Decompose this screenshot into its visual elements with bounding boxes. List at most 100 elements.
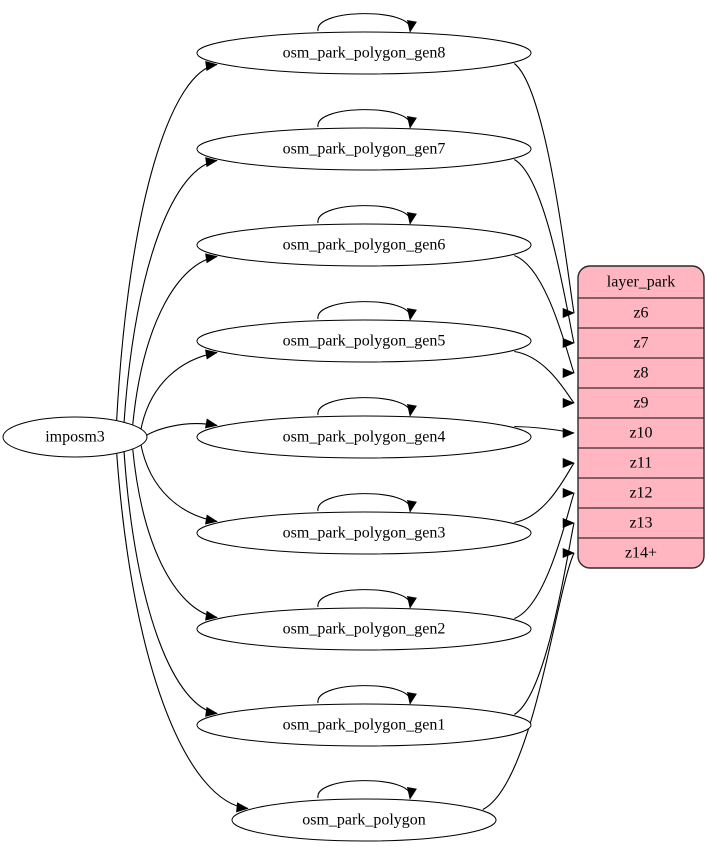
zoom-row-label: z6 xyxy=(633,305,648,322)
table-node-gen8[interactable]: osm_park_polygon_gen8 xyxy=(196,31,532,75)
node-group-tables: imposm3 osm_park_polygon_gen8 osm_park_pol… xyxy=(2,31,532,842)
ellipse-shape xyxy=(196,319,532,363)
zoom-row-label: z10 xyxy=(629,425,652,442)
zoom-row-label: z14+ xyxy=(625,545,657,562)
arrow-head-icon xyxy=(205,253,218,264)
edge-imposm3-to-gen5 xyxy=(140,352,218,432)
ellipse-shape xyxy=(2,416,148,458)
table-node-gen7[interactable]: osm_park_polygon_gen7 xyxy=(196,127,532,171)
node-label: osm_park_polygon_gen4 xyxy=(283,429,446,446)
edge-imposm3-to-gen2 xyxy=(132,447,218,618)
self-loop-edge-gen4 xyxy=(317,397,411,416)
self-loop-edge-gen3 xyxy=(317,493,411,512)
edge-group-source-to-tables xyxy=(116,61,249,813)
zoom-row-z11[interactable]: z11 xyxy=(578,448,704,478)
ellipse-shape xyxy=(196,511,532,555)
layer-park-header-label: layer_park xyxy=(607,274,675,291)
node-label: osm_park_polygon_gen1 xyxy=(283,717,446,734)
arrow-head-icon xyxy=(205,61,218,72)
edge-imposm3-to-gen6 xyxy=(132,256,218,427)
arrow-head-icon xyxy=(562,457,575,469)
ellipse-shape xyxy=(196,607,532,651)
self-loop-edge-gen7 xyxy=(317,109,411,128)
node-label: osm_park_polygon_gen3 xyxy=(283,525,446,542)
zoom-row-z13[interactable]: z13 xyxy=(578,508,704,538)
arrow-head-icon xyxy=(562,427,575,439)
arrow-head-icon xyxy=(406,403,417,417)
arrow-head-icon xyxy=(406,595,417,609)
zoom-row-label: z7 xyxy=(633,335,648,352)
edge-group-self-loops xyxy=(317,13,417,800)
source-node-imposm3[interactable]: imposm3 xyxy=(2,416,148,458)
zoom-row-z8[interactable]: z8 xyxy=(578,358,704,388)
arrow-head-icon xyxy=(205,610,218,621)
arrow-head-icon xyxy=(236,802,249,813)
table-node-gen2[interactable]: osm_park_polygon_gen2 xyxy=(196,607,532,651)
node-label: osm_park_polygon_gen5 xyxy=(283,333,446,350)
zoom-row-z9[interactable]: z9 xyxy=(578,388,704,418)
zoom-row-z12[interactable]: z12 xyxy=(578,478,704,508)
ellipse-shape xyxy=(196,31,532,75)
zoom-row-z6[interactable]: z6 xyxy=(578,298,704,328)
node-label: osm_park_polygon_gen6 xyxy=(283,237,446,254)
edge-imposm3-to-gen8 xyxy=(116,64,218,422)
ellipse-shape xyxy=(196,223,532,267)
table-node-gen3[interactable]: osm_park_polygon_gen3 xyxy=(196,511,532,555)
arrow-head-icon xyxy=(562,397,575,409)
arrow-head-icon xyxy=(205,157,218,168)
node-label: osm_park_polygon_gen8 xyxy=(283,45,446,62)
self-loop-edge-gen5 xyxy=(317,301,411,320)
edge-imposm3-to-gen1 xyxy=(123,450,218,714)
zoom-row-label: z13 xyxy=(629,515,652,532)
edge-gen6-to-z8 xyxy=(514,254,575,374)
edge-gen2-to-z12 xyxy=(514,492,575,620)
arrow-head-icon xyxy=(562,487,575,499)
arrow-head-icon xyxy=(406,211,417,225)
ellipse-shape xyxy=(196,703,532,747)
edge-imposm3-to-gen3 xyxy=(140,442,218,522)
arrow-head-icon xyxy=(406,499,417,513)
table-node-gen4[interactable]: osm_park_polygon_gen4 xyxy=(196,415,532,459)
self-loop-edge-gen8 xyxy=(317,13,411,32)
ellipse-shape xyxy=(231,798,497,842)
edge-gen3-to-z11 xyxy=(514,462,575,524)
node-label: imposm3 xyxy=(45,429,105,446)
layer-park-box[interactable] xyxy=(577,265,705,569)
arrow-head-icon xyxy=(205,514,218,525)
node-label: osm_park_polygon xyxy=(302,812,426,829)
zoom-row-label: z8 xyxy=(633,365,648,382)
arrow-head-icon xyxy=(562,547,575,559)
arrow-head-icon xyxy=(205,349,218,360)
table-node-base[interactable]: osm_park_polygon xyxy=(231,798,497,842)
edge-imposm3-to-gen7 xyxy=(123,160,218,424)
arrow-head-icon xyxy=(205,706,218,717)
edge-gen1-to-z13 xyxy=(514,522,575,715)
edge-base-to-z14p xyxy=(482,552,575,810)
self-loop-edge-base xyxy=(317,780,411,799)
self-loop-edge-gen6 xyxy=(317,205,411,224)
edge-gen7-to-z7 xyxy=(514,159,575,344)
ellipse-shape xyxy=(196,415,532,459)
arrow-head-icon xyxy=(562,517,575,529)
table-node-gen5[interactable]: osm_park_polygon_gen5 xyxy=(196,319,532,363)
arrow-head-icon xyxy=(406,307,417,321)
arrow-head-icon xyxy=(406,691,417,705)
table-node-gen1[interactable]: osm_park_polygon_gen1 xyxy=(196,703,532,747)
edge-gen5-to-z9 xyxy=(514,350,575,404)
zoom-row-z7[interactable]: z7 xyxy=(578,328,704,358)
self-loop-edge-gen1 xyxy=(317,685,411,704)
node-label: osm_park_polygon_gen7 xyxy=(283,141,446,158)
table-node-gen6[interactable]: osm_park_polygon_gen6 xyxy=(196,223,532,267)
ellipse-shape xyxy=(196,127,532,171)
arrow-head-icon xyxy=(406,19,417,33)
zoom-row-z14p[interactable]: z14+ xyxy=(578,538,704,568)
zoom-row-z10[interactable]: z10 xyxy=(578,418,704,448)
arrow-head-icon xyxy=(562,367,575,379)
arrow-head-icon xyxy=(205,418,218,429)
edge-group-tables-to-layers xyxy=(482,63,575,810)
self-loop-edge-gen2 xyxy=(317,589,411,608)
arrow-head-icon xyxy=(406,115,417,129)
